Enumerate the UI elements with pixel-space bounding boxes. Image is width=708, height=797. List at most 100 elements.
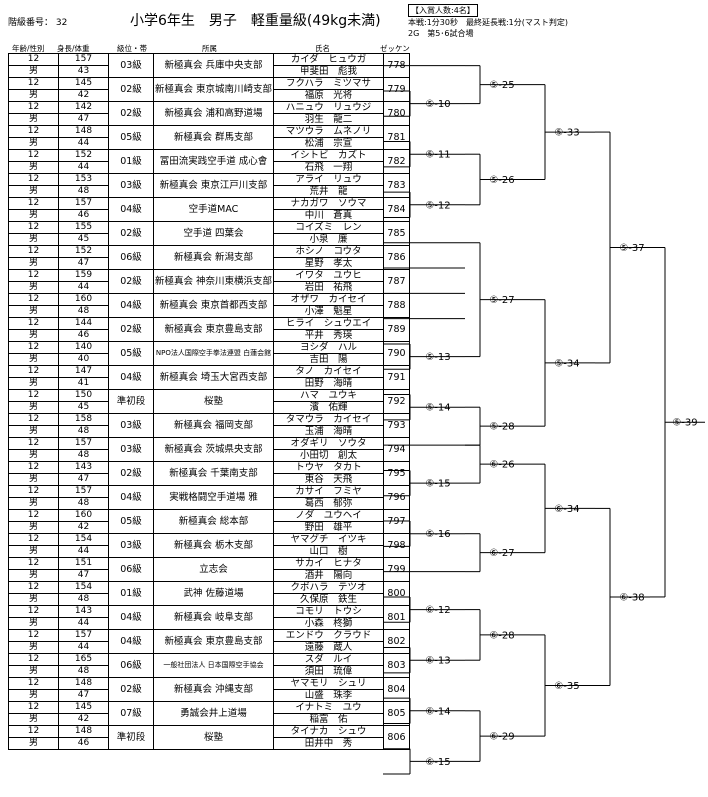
page-title: 小学6年生 男子 軽重量級(49kg未満) [130,13,381,29]
match-label: ⑤-33 [554,128,579,139]
player-affiliation: 新極真会 神奈川東横浜支部 [153,269,274,294]
player-number: 806 [383,725,410,750]
col-number: ゼッケン [380,44,410,53]
player-affiliation: 新極真会 東京豊島支部 [153,629,274,654]
player-affiliation: 桜塾 [153,725,274,750]
player-affiliation: 新極真会 群馬支部 [153,125,274,150]
match-label: ⑤-39 [672,418,697,429]
player-affiliation: 空手道 四葉会 [153,221,274,246]
player-level: 06級 [108,245,154,270]
player-number: 790 [383,341,410,366]
player-level: 02級 [108,677,154,702]
match-label: ⑤-27 [489,295,514,306]
player-level: 02級 [108,269,154,294]
player-affiliation: 立志会 [153,557,274,582]
match-label: ⑤-11 [425,150,450,161]
player-number: 799 [383,557,410,582]
court-text: 2G 第5･6試合場 [408,29,474,38]
player-number: 794 [383,437,410,462]
match-label: ⑥-29 [489,732,514,743]
player-number: 781 [383,125,410,150]
player-level: 準初段 [108,725,154,750]
col-height-weight: 身長/体重 [57,44,90,53]
player-number: 785 [383,221,410,246]
player-affiliation: 一般社団法人 日本国際空手協会 [153,653,274,678]
match-label: ⑤-34 [554,358,579,369]
player-level: 01級 [108,581,154,606]
player-number: 779 [383,77,410,102]
grade-number-label: 階級番号： [8,18,54,28]
player-number: 786 [383,245,410,270]
match-label: ⑥-35 [554,681,579,692]
entrants-badge: 【入賞人数:4名】 [408,4,478,17]
player-number: 800 [383,581,410,606]
player-number: 789 [383,317,410,342]
rules-text: 本戦:1分30秒 最終延長戦:1分(マスト判定) [408,18,568,27]
player-level: 05級 [108,125,154,150]
match-label: ⑤-28 [489,422,514,433]
player-number: 801 [383,605,410,630]
player-affiliation: 新極真会 東京城南川崎支部 [153,77,274,102]
player-number: 798 [383,533,410,558]
event-info: 【入賞人数:4名】 本戦:1分30秒 最終延長戦:1分(マスト判定) 2G 第5… [408,4,568,39]
col-level: 級位・帯 [117,44,147,53]
player-level: 02級 [108,317,154,342]
player-level: 03級 [108,533,154,558]
player-number: 796 [383,485,410,510]
match-label: ⑤-12 [425,200,450,211]
match-label: ⑤-16 [425,529,450,540]
match-label: ⑤-25 [489,80,514,91]
match-label: ⑥-27 [489,548,514,559]
column-headers: 年齢/性別 身長/体重 級位・帯 所属 氏名 ゼッケン [0,43,410,53]
player-level: 03級 [108,413,154,438]
player-number: 793 [383,413,410,438]
match-label: ⑤-10 [425,99,450,110]
player-affiliation: 新極真会 東京江戸川支部 [153,173,274,198]
match-label: ⑤-14 [425,403,450,414]
match-label: ⑥-12 [425,605,450,616]
col-name: 氏名 [315,44,330,53]
player-affiliation: 空手道MAC [153,197,274,222]
player-number: 792 [383,389,410,414]
match-label: ⑥-28 [489,630,514,641]
player-number: 805 [383,701,410,726]
match-label: ⑥-15 [425,757,450,768]
player-name: 田井中 秀 [273,737,384,750]
match-label: ⑥-14 [425,706,450,717]
player-level: 05級 [108,341,154,366]
player-level: 04級 [108,605,154,630]
